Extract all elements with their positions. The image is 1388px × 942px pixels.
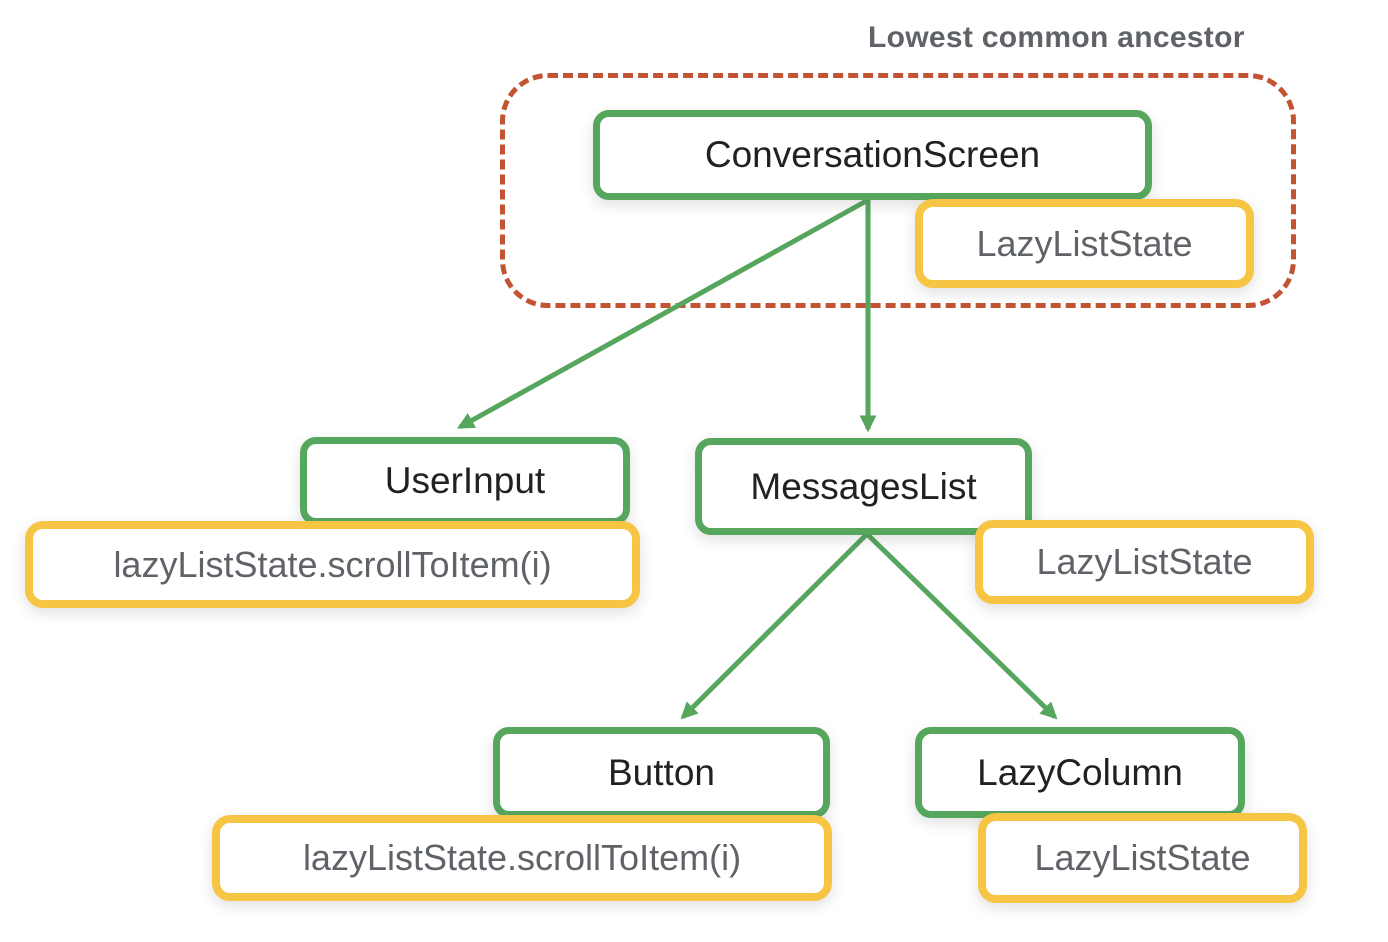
edge-conversationscreen-userinput <box>457 197 870 430</box>
state-badge-lazy-column-label: LazyListState <box>1034 837 1251 878</box>
node-lazy-column: LazyColumn <box>915 727 1245 818</box>
node-button: Button <box>493 727 830 818</box>
lowest-common-ancestor-label: Lowest common ancestor <box>868 21 1245 54</box>
node-lazy-column-label: LazyColumn <box>977 751 1183 793</box>
node-conversation-screen-label: ConversationScreen <box>704 134 1041 175</box>
edge-messageslist-lazycolumn <box>865 532 1058 720</box>
node-messages-list: MessagesList <box>695 438 1032 535</box>
event-badge-user-input: lazyListState.scrollToItem(i) <box>25 521 640 608</box>
edge-messageslist-button <box>680 532 869 720</box>
event-badge-button-label: lazyListState.scrollToItem(i) <box>302 837 742 878</box>
node-messages-list-label: MessagesList <box>750 465 977 507</box>
node-user-input: UserInput <box>300 437 630 525</box>
event-badge-button: lazyListState.scrollToItem(i) <box>212 815 832 901</box>
event-badge-user-input-label: lazyListState.scrollToItem(i) <box>113 543 552 585</box>
node-button-label: Button <box>608 751 715 793</box>
lowest-common-ancestor-boundary <box>500 73 1296 308</box>
state-badge-conversation-screen: LazyListState <box>915 199 1254 288</box>
node-conversation-screen: ConversationScreen <box>593 110 1152 200</box>
state-badge-conversation-screen-label: LazyListState <box>976 222 1193 264</box>
state-badge-messages-list-label: LazyListState <box>1036 541 1253 582</box>
node-user-input-label: UserInput <box>384 460 546 501</box>
state-badge-messages-list: LazyListState <box>975 520 1314 604</box>
state-badge-lazy-column: LazyListState <box>978 813 1307 903</box>
